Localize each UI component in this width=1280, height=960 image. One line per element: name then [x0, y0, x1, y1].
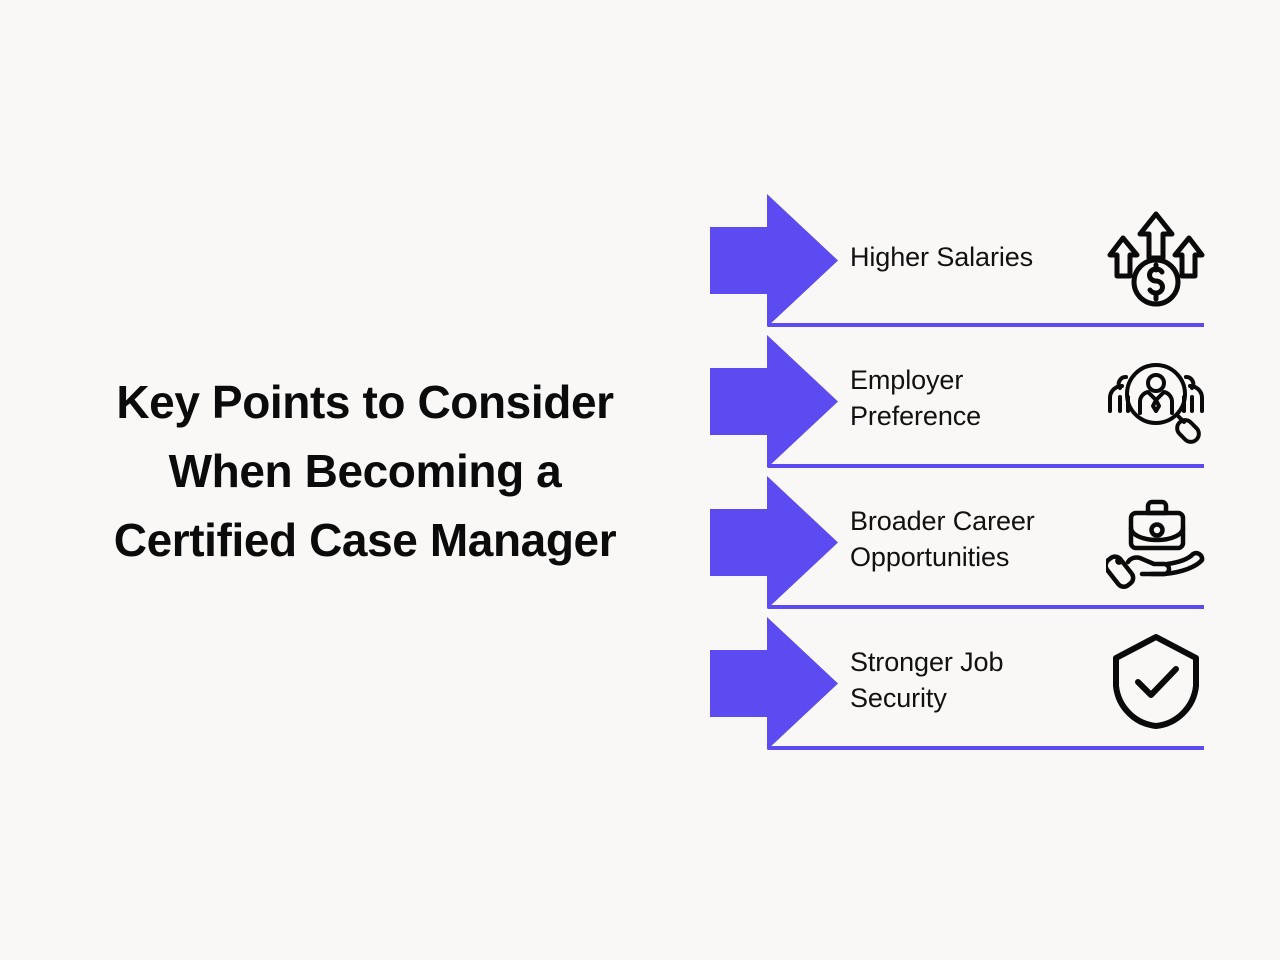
money-growth-icon [1104, 206, 1208, 310]
row-divider [768, 605, 1204, 609]
list-item[interactable]: Broader Career Opportunities [710, 472, 1205, 613]
key-points-list: Higher Salaries [710, 190, 1210, 770]
row-divider [768, 746, 1204, 750]
list-item-label: Stronger Job Security [850, 646, 1004, 713]
candidate-search-icon [1104, 347, 1208, 451]
title-block: Key Points to Consider When Becoming a C… [60, 368, 670, 575]
list-item[interactable]: Employer Preference [710, 331, 1204, 472]
row-divider [768, 323, 1204, 327]
right-arrow-icon [710, 476, 838, 609]
hand-briefcase-icon [1104, 488, 1208, 592]
list-item-label: Broader Career Opportunities [850, 505, 1035, 572]
page-title: Key Points to Consider When Becoming a C… [113, 376, 617, 566]
list-item[interactable]: Higher Salaries [710, 190, 1205, 331]
right-arrow-icon [710, 194, 838, 327]
row-divider [768, 464, 1204, 468]
list-item[interactable]: Stronger Job Security [710, 613, 1204, 754]
shield-check-icon [1104, 629, 1208, 733]
right-arrow-icon [710, 335, 838, 468]
list-item-label: Higher Salaries [850, 241, 1034, 272]
list-item-label: Employer Preference [850, 364, 982, 431]
right-arrow-icon [710, 617, 838, 750]
